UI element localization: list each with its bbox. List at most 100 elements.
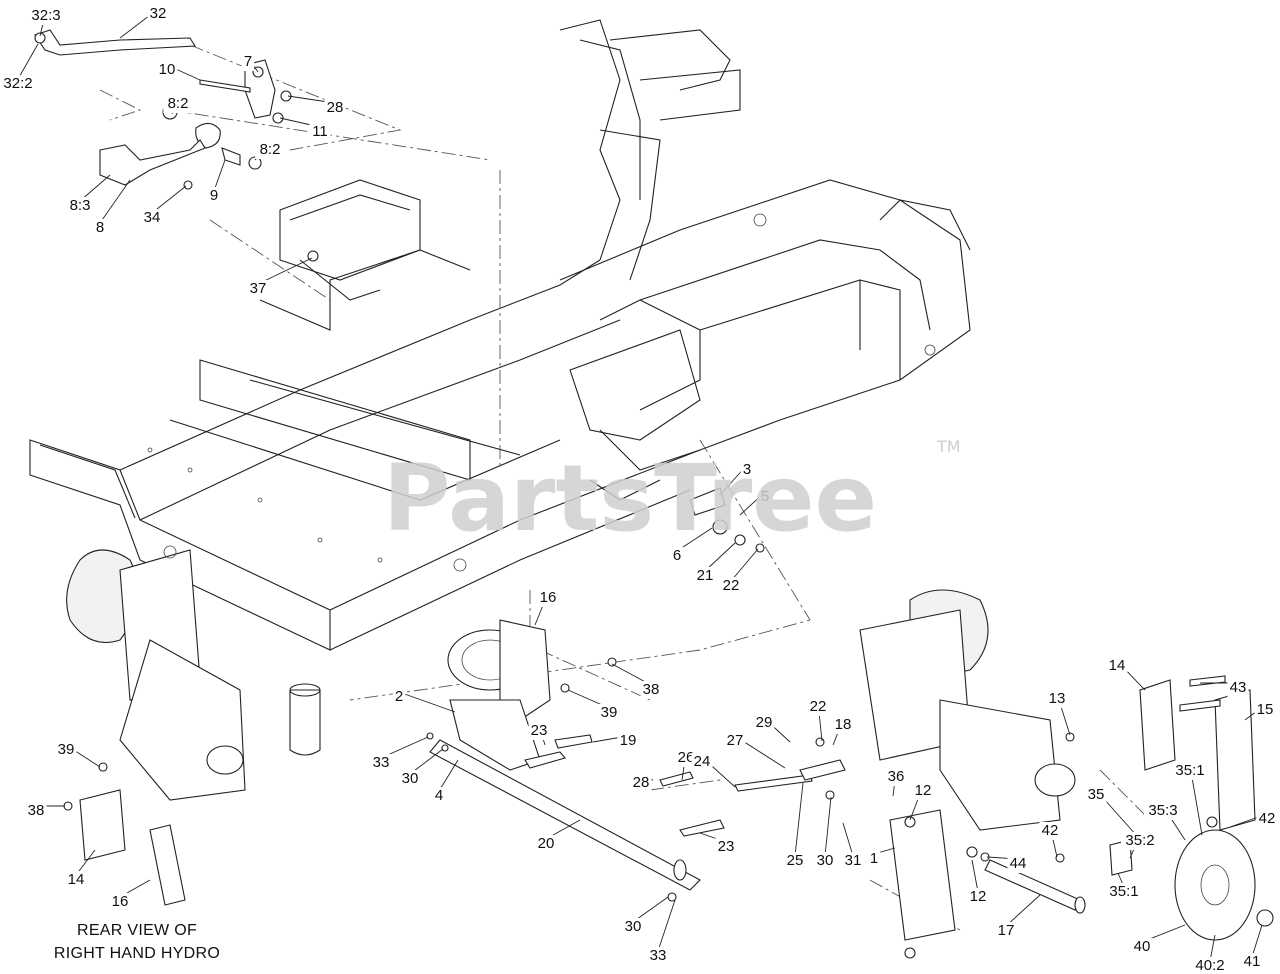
- callout-backing: [1171, 762, 1209, 780]
- callout-leader: [17, 43, 39, 80]
- callout-backing: [647, 947, 669, 965]
- callout-6: 6: [670, 527, 713, 565]
- callout-backing: [675, 749, 697, 767]
- callout-backing: [1085, 786, 1107, 804]
- callout-backing: [1241, 953, 1263, 971]
- callout-backing: [163, 95, 193, 113]
- callout-30: 30: [399, 748, 444, 788]
- callout-label: 35: [1088, 786, 1105, 803]
- callout-7: 7: [241, 53, 259, 73]
- callout-leader: [730, 548, 759, 582]
- callout-19: 19: [592, 732, 639, 750]
- callout-label: 19: [620, 732, 637, 749]
- pump-linkage: [426, 487, 846, 902]
- callout-backing: [65, 197, 95, 215]
- callout-23: 23: [528, 722, 550, 746]
- callout-label: 42: [1042, 822, 1059, 839]
- callout-label: 11: [312, 123, 328, 140]
- callout-label: 16: [540, 589, 557, 606]
- callout-label: 34: [144, 209, 161, 226]
- callout-15: 15: [1244, 701, 1276, 721]
- callout-label: 42: [1259, 810, 1276, 827]
- callout-8-3: 8:3: [65, 174, 111, 215]
- callout-label: 9: [210, 187, 218, 204]
- lever-assembly: [34, 29, 319, 262]
- callout-leader: [99, 179, 131, 224]
- callout-leader: [794, 782, 804, 857]
- callout-backing: [758, 488, 772, 506]
- callout-leader: [657, 899, 676, 952]
- callout-label: 20: [538, 835, 555, 852]
- callout-21: 21: [694, 542, 736, 585]
- callout-44: 44: [986, 855, 1029, 873]
- callout-32-2: 32:2: [0, 43, 39, 93]
- callout-backing: [630, 774, 652, 792]
- callout-35-2: 35:2: [1121, 832, 1159, 859]
- callout-leader: [704, 542, 736, 572]
- callout-backing: [1106, 657, 1128, 675]
- callout-leader: [257, 257, 313, 285]
- callout-backing: [814, 852, 836, 870]
- callout-backing: [720, 577, 742, 595]
- callout-leader: [398, 691, 456, 713]
- callout-backing: [1131, 938, 1153, 956]
- callout-backing: [740, 461, 754, 479]
- callout-label: 32:3: [31, 7, 60, 24]
- callout-label: 31: [845, 852, 862, 869]
- callout-13: 13: [1046, 690, 1071, 736]
- callout-11: 11: [279, 117, 331, 141]
- callout-41: 41: [1241, 924, 1263, 971]
- caption-line-1: REAR VIEW OF: [77, 922, 197, 939]
- callout-backing: [109, 893, 131, 911]
- callout-backing: [640, 681, 662, 699]
- callout-label: 10: [159, 61, 176, 78]
- callout-backing: [65, 871, 87, 889]
- callout-label: 22: [810, 698, 827, 715]
- callout-leader: [79, 174, 111, 202]
- callout-backing: [912, 782, 934, 800]
- callout-leader: [1005, 894, 1041, 927]
- callout-backing: [0, 75, 37, 93]
- callout-39: 39: [567, 689, 620, 722]
- callout-29: 29: [753, 714, 791, 743]
- callout-label: 41: [1244, 953, 1261, 970]
- callout-40-2: 40:2: [1191, 934, 1229, 974]
- callout-backing: [691, 753, 713, 771]
- callout-label: 39: [58, 741, 75, 758]
- callout-backing: [807, 698, 829, 716]
- callout-backing: [1227, 679, 1249, 697]
- watermark-trademark: TM: [936, 437, 961, 456]
- callout-1: 1: [867, 847, 896, 868]
- callout-backing: [25, 802, 47, 820]
- callout-36: 36: [885, 768, 907, 797]
- callout-2: 2: [392, 688, 456, 713]
- callout-label: 40:2: [1195, 957, 1224, 974]
- callout-leader: [971, 859, 979, 893]
- callout-backing: [1121, 832, 1159, 850]
- callout-label: 29: [756, 714, 773, 731]
- callout-label: 16: [112, 893, 129, 910]
- callout-leader: [632, 896, 669, 923]
- callout-39: 39: [55, 741, 101, 768]
- callout-backing: [241, 53, 255, 71]
- callout-label: 12: [915, 782, 932, 799]
- callout-label: 22: [723, 577, 740, 594]
- frame-assembly: [29, 19, 971, 756]
- callout-backing: [141, 209, 163, 227]
- callout-12: 12: [967, 859, 989, 906]
- callout-27: 27: [724, 732, 786, 769]
- callout-4: 4: [432, 759, 459, 805]
- callout-backing: [832, 716, 854, 734]
- callout-35-1: 35:1: [1171, 762, 1209, 836]
- callout-backing: [617, 732, 639, 750]
- callout-16: 16: [534, 589, 559, 626]
- callout-18: 18: [832, 716, 854, 746]
- callout-32: 32: [119, 5, 169, 39]
- callout-backing: [247, 280, 269, 298]
- callout-label: 43: [1230, 679, 1247, 696]
- callout-30: 30: [622, 896, 669, 936]
- callout-leader: [75, 849, 96, 876]
- callout-backing: [528, 722, 550, 740]
- left-hydro: [63, 545, 246, 906]
- callout-label: 26: [678, 749, 695, 766]
